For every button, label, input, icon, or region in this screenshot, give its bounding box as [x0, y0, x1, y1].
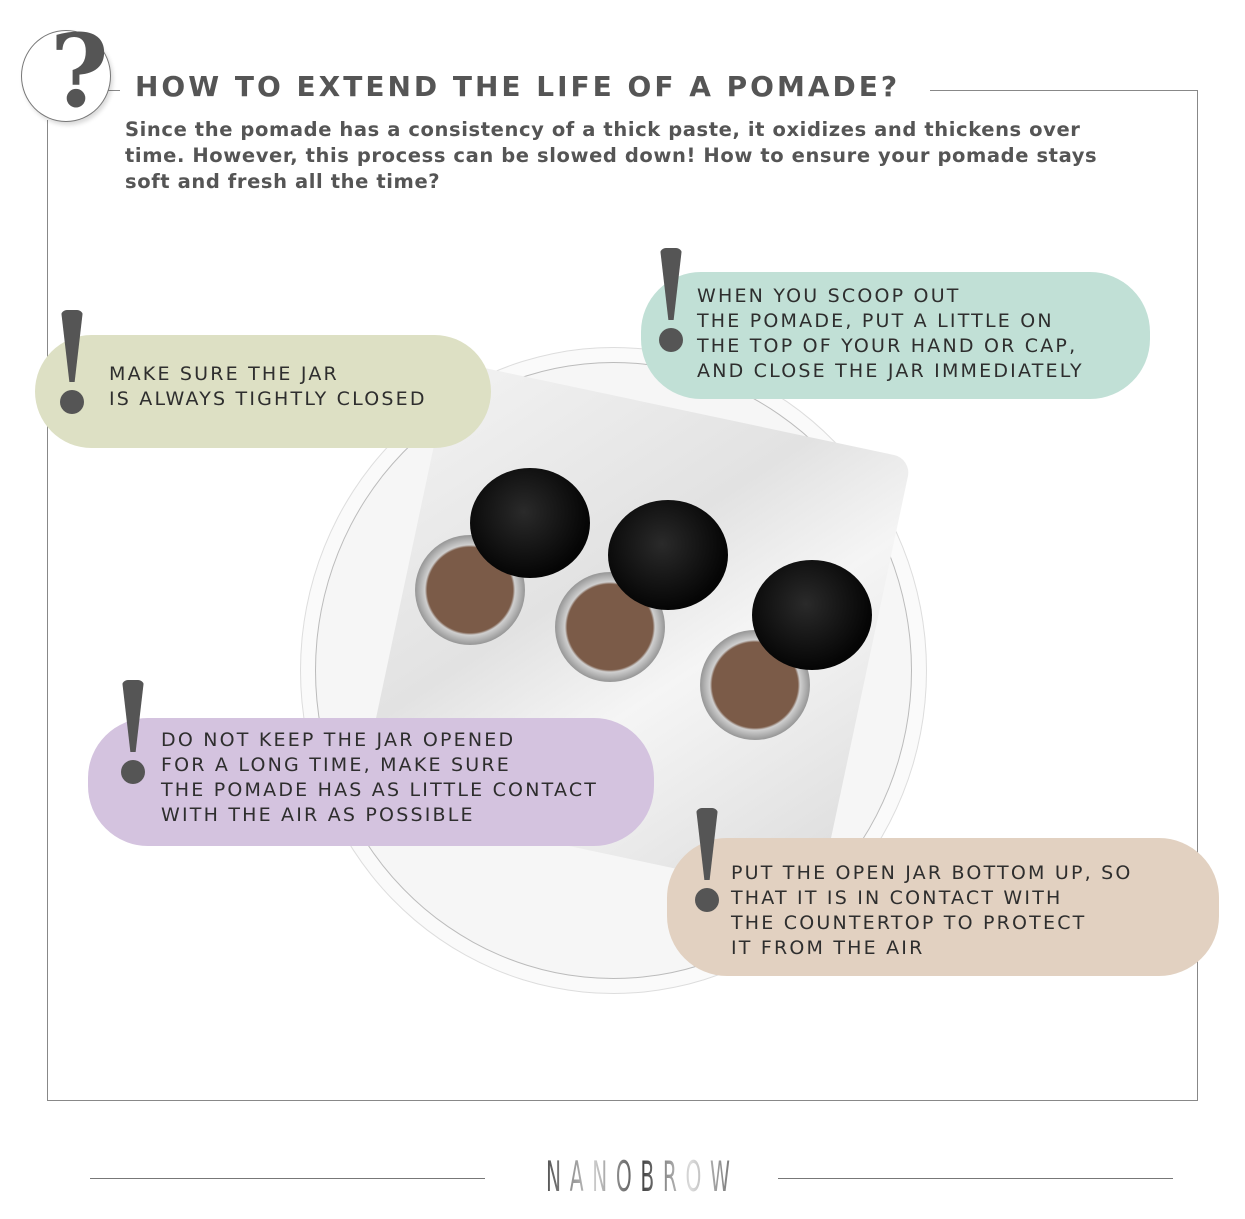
- tip-bubble-2: WHEN YOU SCOOP OUT THE POMADE, PUT A LIT…: [641, 272, 1150, 399]
- intro-text: Since the pomade has a consistency of a …: [125, 118, 1098, 193]
- tip-line: AND CLOSE THE JAR IMMEDIATELY: [697, 360, 1084, 382]
- tip-line: WITH THE AIR AS POSSIBLE: [161, 804, 475, 826]
- footer-divider: [90, 1178, 485, 1179]
- exclamation-icon: [121, 680, 145, 784]
- exclamation-icon: [659, 248, 683, 352]
- exclamation-icon: [60, 310, 84, 414]
- tip-line: IS ALWAYS TIGHTLY CLOSED: [109, 388, 427, 410]
- exclamation-icon: [695, 808, 719, 912]
- tip-line: THE COUNTERTOP TO PROTECT: [731, 912, 1087, 934]
- tip-line: MAKE SURE THE JAR: [109, 363, 339, 385]
- question-mark-icon: ?: [50, 12, 109, 130]
- jar-lid: [470, 468, 590, 578]
- tip-bubble-4: PUT THE OPEN JAR BOTTOM UP, SO THAT IT I…: [667, 838, 1219, 976]
- tip-line: THE TOP OF YOUR HAND OR CAP,: [697, 335, 1078, 357]
- tip-line: THAT IT IS IN CONTACT WITH: [731, 887, 1063, 909]
- tip-line: FOR A LONG TIME, MAKE SURE: [161, 754, 511, 776]
- tip-line: IT FROM THE AIR: [731, 937, 925, 959]
- tip-line: WHEN YOU SCOOP OUT: [697, 285, 961, 307]
- tip-bubble-3: DO NOT KEEP THE JAR OPENED FOR A LONG TI…: [88, 718, 654, 846]
- jar-lid: [752, 560, 872, 670]
- frame-gap: [120, 80, 930, 100]
- brand-logo: NANOBROW: [546, 1152, 739, 1201]
- jar-lid: [608, 500, 728, 610]
- tip-line: THE POMADE, PUT A LITTLE ON: [697, 310, 1054, 332]
- tip-line: DO NOT KEEP THE JAR OPENED: [161, 729, 516, 751]
- tip-bubble-1: MAKE SURE THE JAR IS ALWAYS TIGHTLY CLOS…: [35, 335, 491, 448]
- tip-line: THE POMADE HAS AS LITTLE CONTACT: [161, 779, 599, 801]
- tip-line: PUT THE OPEN JAR BOTTOM UP, SO: [731, 862, 1133, 884]
- footer-divider: [778, 1178, 1173, 1179]
- question-mark-badge: ?: [21, 21, 111, 122]
- page-title: HOW TO EXTEND THE LIFE OF A POMADE?: [135, 70, 901, 103]
